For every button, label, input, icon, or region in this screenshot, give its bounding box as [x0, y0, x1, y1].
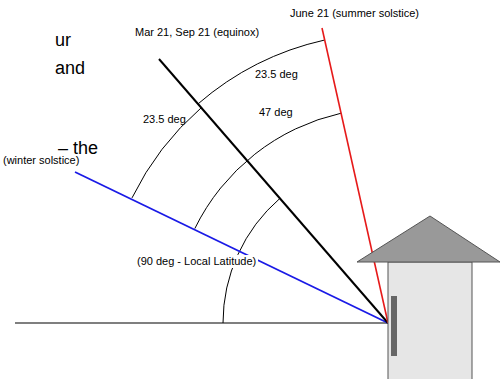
ground-line — [15, 322, 388, 323]
equinox-sun-ray — [159, 59, 388, 323]
ray-label: June 21 (summer solstice) — [290, 7, 419, 20]
house-roof — [357, 216, 500, 262]
angle-label: 23.5 deg — [255, 68, 298, 81]
slide-text-fragment: ur — [55, 30, 71, 51]
winter-tilt-arc — [132, 108, 201, 198]
house-wall — [388, 262, 472, 379]
ray-label: (winter solstice) — [3, 154, 79, 167]
summer-sun-ray — [322, 28, 388, 323]
summer-tilt-arc — [198, 40, 325, 104]
ray-label: Mar 21, Sep 21 (equinox) — [135, 26, 259, 39]
angle-label: 23.5 deg — [143, 113, 186, 126]
winter-sun-ray — [75, 172, 388, 323]
slide-text-fragment: and — [55, 58, 85, 79]
solstice-span-arc — [195, 113, 341, 228]
house-window — [391, 296, 397, 356]
angle-label: 47 deg — [259, 106, 293, 119]
angle-label: (90 deg - Local Latitude) — [135, 255, 258, 268]
